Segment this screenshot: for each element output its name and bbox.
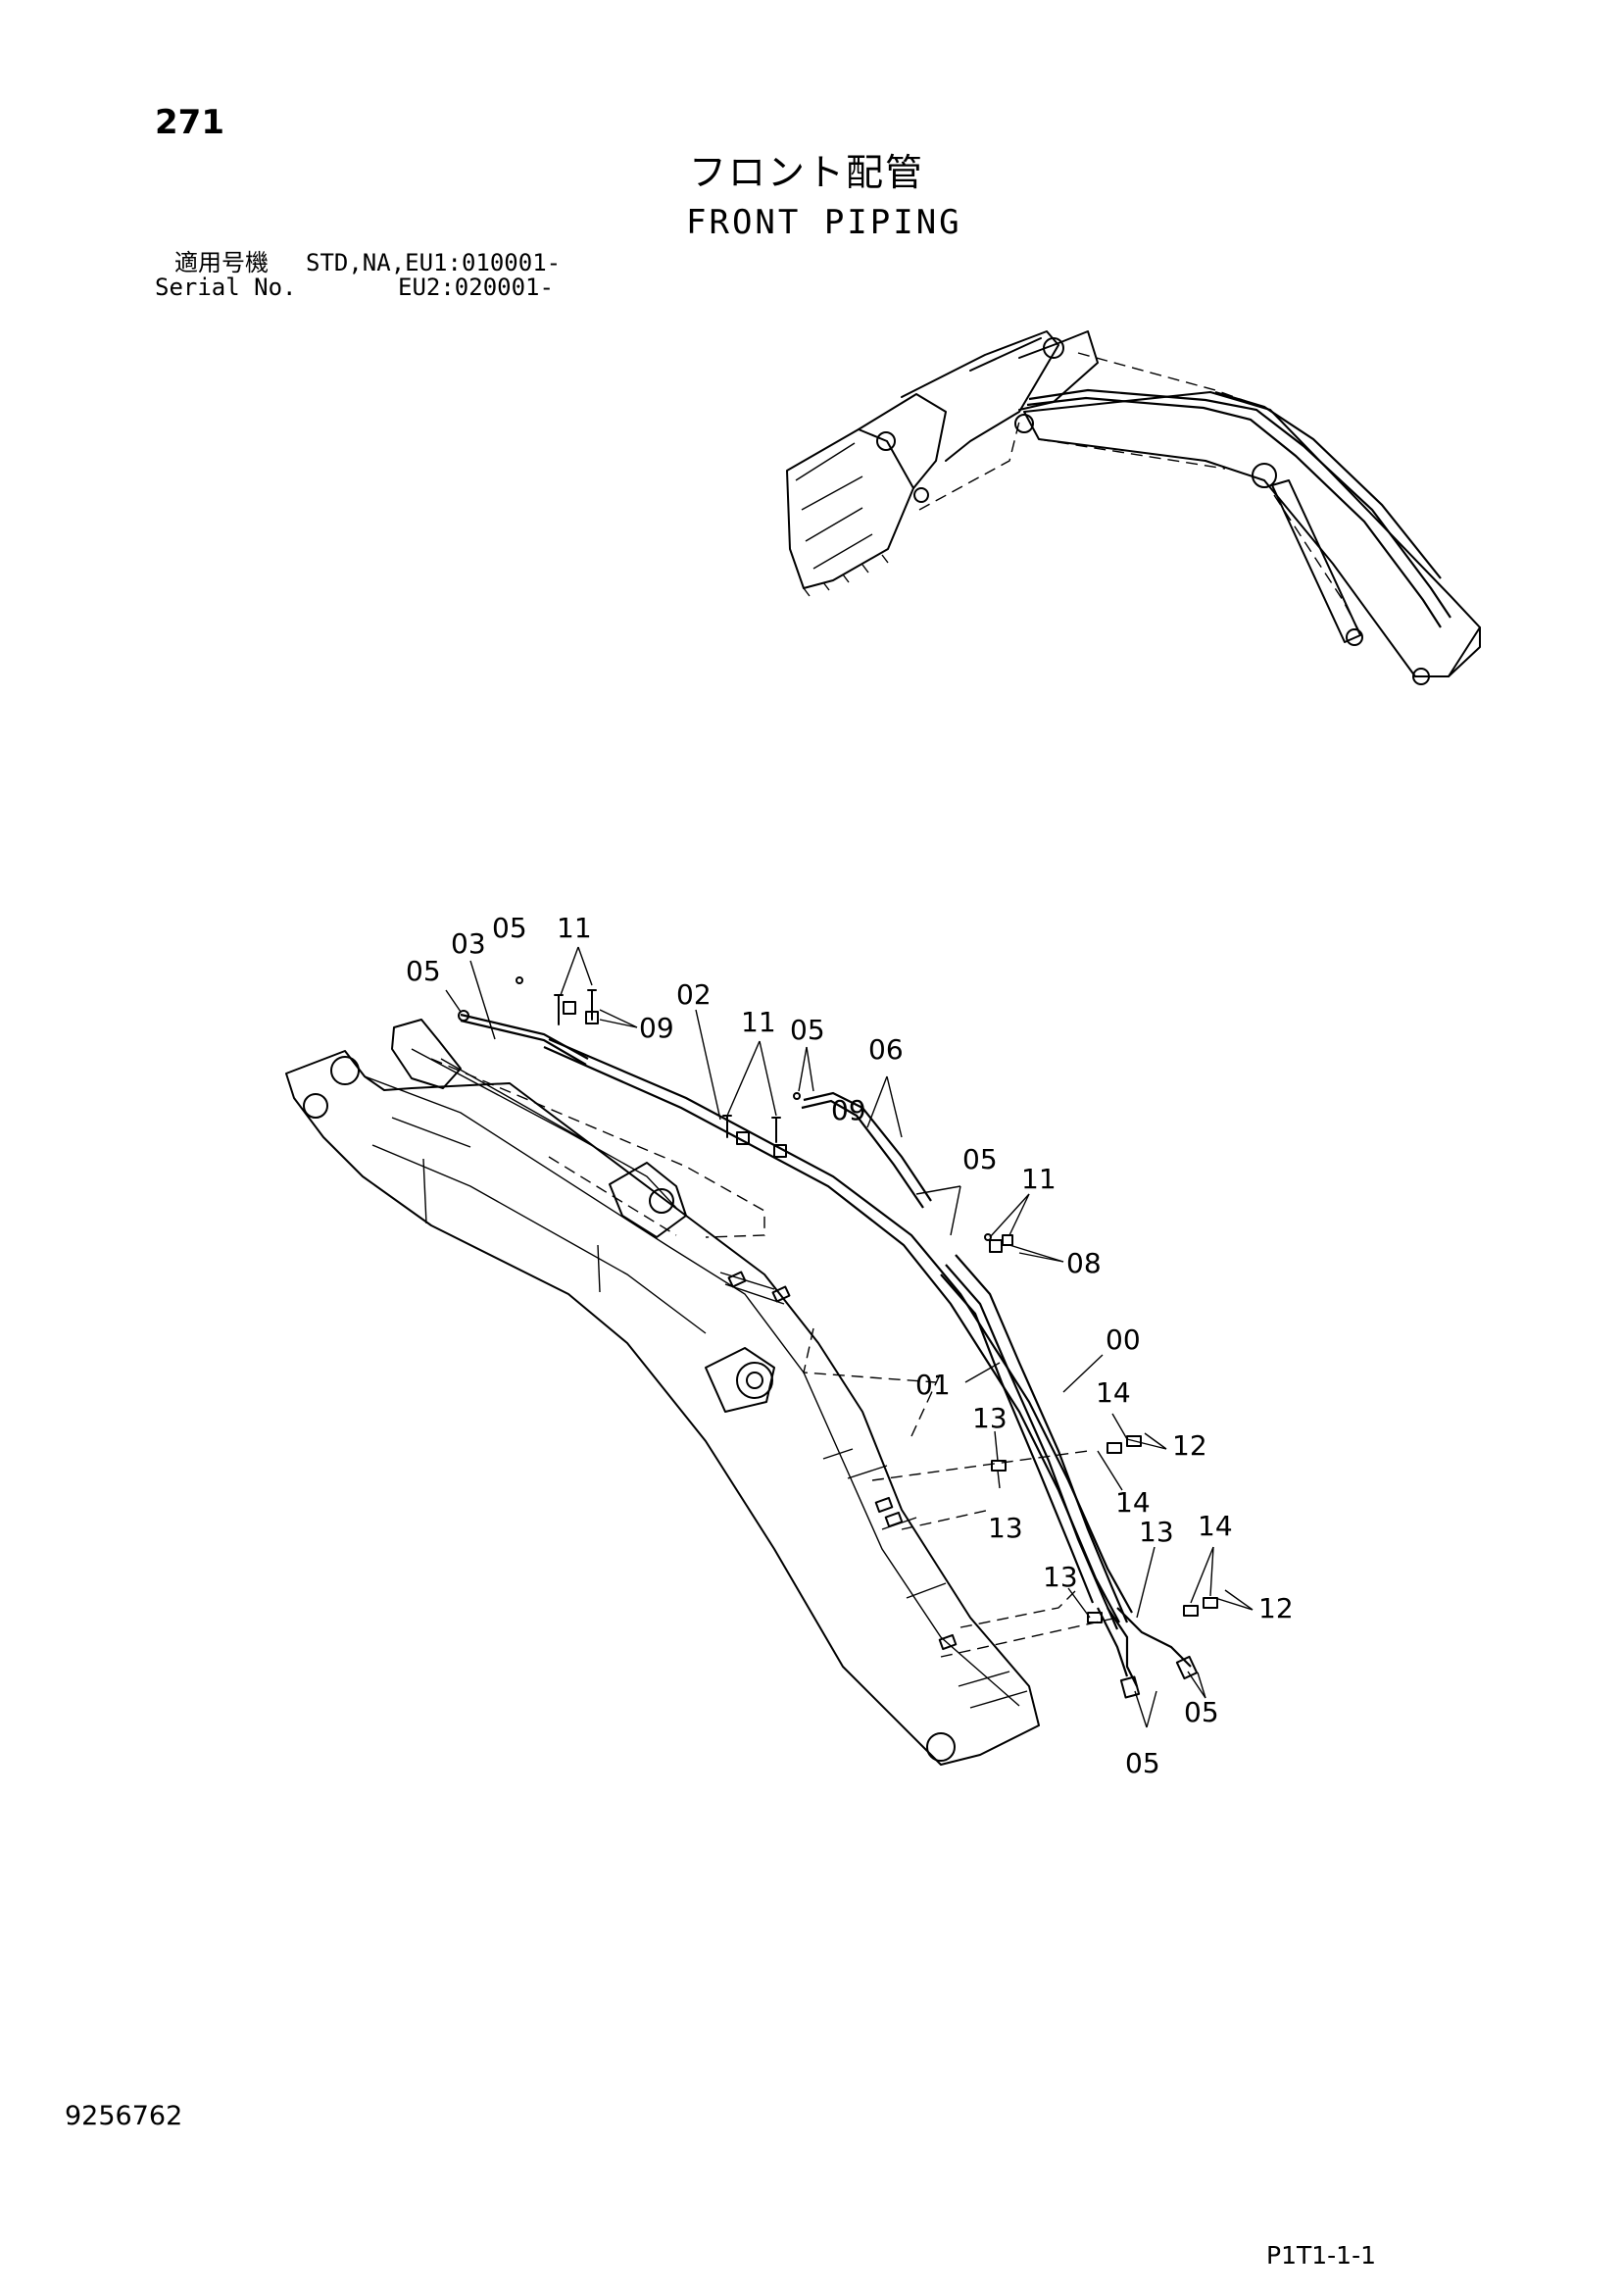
callout-14: 14 <box>1198 1510 1233 1542</box>
callout-06: 06 <box>868 1033 904 1066</box>
callout-08: 08 <box>1066 1247 1102 1279</box>
callout-03: 03 <box>451 927 486 960</box>
callout-12: 12 <box>1172 1429 1207 1462</box>
boom-drawing <box>285 946 1254 1766</box>
callout-05: 05 <box>1125 1747 1160 1779</box>
callout-13: 13 <box>972 1402 1008 1434</box>
callout-05: 05 <box>962 1143 998 1175</box>
callout-13: 13 <box>988 1512 1023 1544</box>
callout-14: 14 <box>1096 1376 1131 1409</box>
callout-01: 01 <box>915 1369 951 1401</box>
callout-13: 13 <box>1043 1561 1078 1593</box>
callout-12: 12 <box>1258 1592 1294 1624</box>
callout-05: 05 <box>406 955 441 987</box>
callout-09: 09 <box>639 1012 674 1044</box>
overview-drawing <box>786 330 1481 685</box>
drawing-number: 9256762 <box>65 2101 183 2131</box>
callout-11: 11 <box>741 1006 776 1038</box>
serial-label-english: Serial No. <box>155 274 297 301</box>
page-number: 271 <box>155 103 224 142</box>
title-english: FRONT PIPING <box>686 203 962 242</box>
serial-range-1: STD,NA,EU1:010001- <box>306 249 562 276</box>
callout-11: 11 <box>1021 1163 1057 1195</box>
callout-05: 05 <box>790 1014 825 1046</box>
callout-02: 02 <box>676 978 712 1011</box>
callout-11: 11 <box>557 912 592 944</box>
callout-09: 09 <box>831 1094 866 1126</box>
serial-range-2: EU2:020001- <box>398 274 554 301</box>
page-code: P1T1-1-1 <box>1266 2241 1377 2270</box>
callout-13: 13 <box>1139 1516 1174 1548</box>
serial-label-japanese: 適用号機 <box>174 249 269 276</box>
callouts: 05 03 05 11 09 02 11 05 06 09 05 11 08 0… <box>406 912 1294 1779</box>
callout-14: 14 <box>1115 1486 1151 1519</box>
callout-05: 05 <box>492 912 527 944</box>
title-japanese: フロント配管 <box>689 151 925 194</box>
callout-00: 00 <box>1106 1323 1141 1356</box>
callout-05: 05 <box>1184 1696 1219 1728</box>
